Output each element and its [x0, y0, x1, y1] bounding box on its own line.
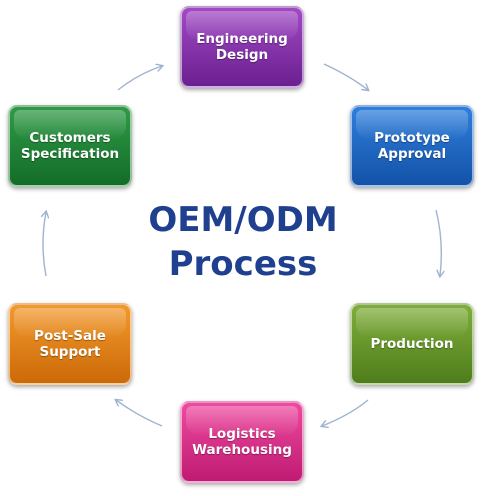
step-post-sale-support: Post-Sale Support: [8, 303, 132, 385]
arrow-postsale-to-customers: [43, 212, 46, 277]
arrow-customers-to-design: [117, 66, 162, 91]
arrow-production-to-logistics: [322, 399, 369, 426]
diagram-title-line-1: OEM/ODM: [148, 200, 338, 240]
step-prototype-approval: Prototype Approval: [350, 105, 474, 187]
arrow-logistics-to-postsale: [116, 400, 163, 427]
step-customers-specification: Customers Specification: [8, 105, 132, 187]
arrow-design-to-prototype: [323, 63, 368, 90]
step-production: Production: [350, 303, 474, 385]
step-logistics-warehousing: Logistics Warehousing: [180, 401, 304, 483]
arrow-prototype-to-production: [435, 209, 441, 276]
step-engineering-design: Engineering Design: [180, 6, 304, 88]
diagram-title-line-2: Process: [168, 244, 318, 284]
